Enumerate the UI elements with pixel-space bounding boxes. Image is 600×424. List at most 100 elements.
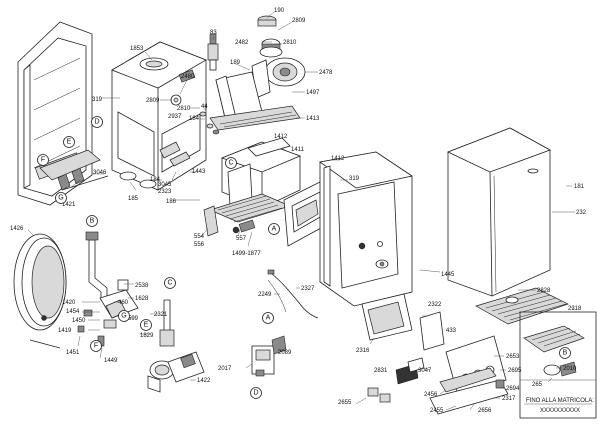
part-label-2017: 2017 (218, 366, 232, 372)
part-label-186: 186 (166, 199, 177, 205)
part-label-2317: 2317 (502, 396, 516, 402)
part-label-1412: 1412 (274, 134, 288, 140)
part-label-44: 44 (201, 104, 208, 110)
part-label-319: 319 (92, 97, 103, 103)
part-labels: 190 2809 2482 2810 83 1853 189 2478 2480… (10, 8, 587, 414)
part-label-2653: 2653 (506, 354, 520, 360)
ref-marker-A-gasvalve: A (262, 312, 274, 324)
ref-marker-A-chamber: A (268, 223, 280, 235)
part-label-1421: 1421 (62, 202, 76, 208)
part-label-557: 557 (236, 236, 247, 242)
part-label-2323: 2323 (158, 189, 172, 195)
part-label-2316: 2316 (356, 348, 370, 354)
part-label-1829: 1829 (140, 333, 154, 339)
svg-text:E: E (144, 322, 149, 329)
part-label-184: 184 (189, 116, 200, 122)
gas-valve-assembly (251, 335, 287, 377)
part-label-460: 460 (118, 300, 129, 306)
part-label-2695: 2695 (508, 368, 522, 374)
part-label-232: 232 (576, 210, 587, 216)
control-panel-parts (361, 293, 509, 415)
part-label-184-base: 184 (150, 177, 161, 183)
svg-text:A: A (272, 226, 277, 233)
ref-marker-D-frame: D (91, 116, 103, 128)
reference-markers: D E F G C A B C E F G A D B (37, 116, 571, 399)
fan-flue-assembly (199, 15, 306, 135)
expansion-vessel (13, 233, 67, 349)
svg-text:D: D (94, 119, 99, 126)
svg-text:G: G (121, 313, 126, 320)
part-label-2321: 2321 (154, 312, 168, 318)
serial-note-line2: XXXXXXXXXX (540, 408, 580, 414)
svg-text:D: D (253, 390, 258, 397)
bottom-tray-assembly (475, 287, 585, 353)
part-label-185: 185 (128, 196, 139, 202)
part-label-1449: 1449 (104, 358, 118, 364)
part-label-2694: 2694 (506, 386, 520, 392)
part-label-1419: 1419 (58, 328, 72, 334)
part-label-1628: 1628 (135, 296, 149, 302)
part-label-3045: 3045 (158, 182, 172, 188)
part-label-83: 83 (210, 30, 217, 36)
part-label-1422: 1422 (197, 378, 211, 384)
part-label-1445: 1445 (441, 272, 455, 278)
part-label-2089: 2089 (278, 350, 292, 356)
part-label-2322: 2322 (428, 302, 442, 308)
part-label-189: 189 (230, 60, 241, 66)
part-label-1450: 1450 (72, 318, 86, 324)
ref-marker-G-hydraulic: G (118, 310, 130, 322)
side-cover-panel (446, 127, 551, 297)
part-label-1497: 1497 (306, 90, 320, 96)
part-label-1411: 1411 (291, 147, 305, 153)
part-label-2327: 2327 (301, 286, 315, 292)
ref-marker-C-pipe: C (164, 277, 176, 289)
ref-marker-F-hydraulic: F (90, 340, 102, 352)
part-label-2482: 2482 (235, 40, 249, 46)
part-label-2010: 2010 (563, 366, 577, 372)
svg-text:F: F (94, 343, 98, 350)
svg-text:B: B (90, 218, 95, 225)
hydraulic-group (77, 231, 205, 393)
part-label-2318: 2318 (568, 306, 582, 312)
part-label-1454: 1454 (66, 309, 80, 315)
part-label-2249: 2249 (258, 292, 272, 298)
ref-marker-F-frame: F (37, 154, 49, 166)
svg-text:C: C (228, 160, 233, 167)
part-label-2656: 2656 (478, 408, 492, 414)
part-label-1412-casing: 1412 (331, 156, 345, 162)
part-label-265: 265 (532, 382, 543, 388)
svg-text:A: A (266, 315, 271, 322)
part-label-2655: 2655 (338, 400, 352, 406)
part-label-599: 599 (128, 316, 139, 322)
svg-text:E: E (67, 139, 72, 146)
combustion-chamber (203, 137, 302, 237)
part-label-181: 181 (574, 184, 585, 190)
part-label-2455: 2455 (430, 408, 444, 414)
ref-marker-B-pipe: B (86, 215, 98, 227)
part-label-190: 190 (274, 8, 285, 14)
part-label-1443: 1443 (192, 169, 206, 175)
ref-marker-E-hydraulic: E (140, 319, 152, 331)
part-label-1420: 1420 (62, 300, 76, 306)
part-label-2480: 2480 (181, 74, 195, 80)
part-label-2809: 2809 (292, 18, 306, 24)
part-label-2831: 2831 (374, 368, 388, 374)
ref-marker-C-chassis: C (225, 157, 237, 169)
part-label-2456: 2456 (424, 392, 438, 398)
svg-text:C: C (167, 280, 172, 287)
leader-lines (27, 11, 575, 411)
part-label-2810: 2810 (283, 40, 297, 46)
part-label-2828: 2828 (537, 288, 551, 294)
part-label-1853: 1853 (130, 46, 144, 52)
part-label-1499-1877: 1499-1877 (232, 251, 261, 257)
ref-marker-D-gasvalve: D (250, 387, 262, 399)
svg-text:F: F (41, 157, 45, 164)
ref-marker-G-serial: B (559, 347, 571, 359)
outer-casing-front (319, 151, 414, 307)
boiler-chassis (111, 41, 207, 191)
part-label-2937: 2937 (168, 114, 182, 120)
part-label-1451: 1451 (66, 350, 80, 356)
part-label-1413: 1413 (306, 116, 320, 122)
part-label-554: 554 (194, 234, 205, 240)
